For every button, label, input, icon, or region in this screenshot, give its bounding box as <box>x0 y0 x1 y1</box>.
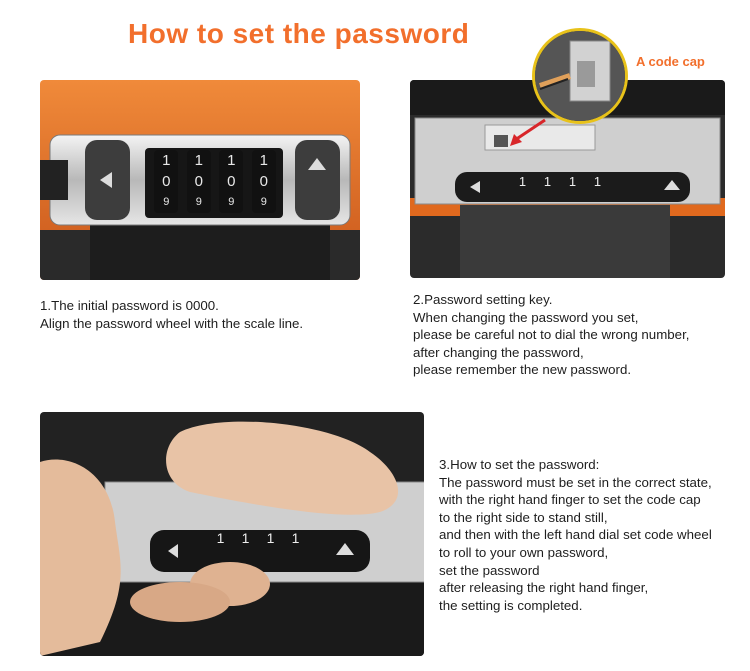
photo-setting-key: 1 1 1 1 <box>410 80 725 278</box>
code-wheel-digit: 1 <box>543 174 552 189</box>
step-1-text: 1.The initial password is 0000. Align th… <box>40 298 304 331</box>
code-wheel-digit: 1 <box>291 530 300 546</box>
code-wheel-digit: 1 <box>216 530 225 546</box>
code-wheel-digit: 1 <box>518 174 527 189</box>
step-2-text: 2.Password setting key. When changing th… <box>413 292 690 378</box>
code-wheel-digit: 1 <box>266 530 275 546</box>
code-cap-callout <box>532 28 628 124</box>
code-wheel-digit: 1 <box>241 530 250 546</box>
code-wheel-digit: 1 <box>593 174 602 189</box>
code-wheel-digit: 1 <box>568 174 577 189</box>
page-title: How to set the password <box>128 18 470 49</box>
code-cap-label: A code cap <box>636 54 705 69</box>
step-3-text: 3.How to set the password: The password … <box>439 457 712 613</box>
photo-setting-hands: 1 1 1 1 <box>40 412 424 656</box>
